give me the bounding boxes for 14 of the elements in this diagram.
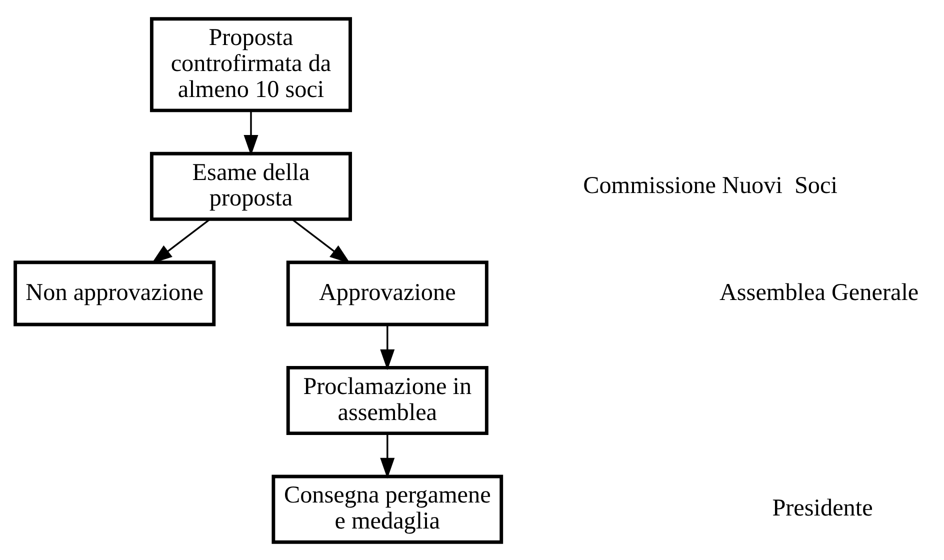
node-box: Proposta controfirmata da almeno 10 soci xyxy=(150,16,352,112)
arrow xyxy=(152,218,211,264)
label: Assemblea Generale xyxy=(719,278,919,306)
arrow xyxy=(244,110,258,156)
node-box: Non approvazione xyxy=(14,260,216,326)
node-box: Proclamazione in assemblea xyxy=(286,365,488,435)
node-box: Consegna pergamene e medaglia xyxy=(272,474,504,544)
node-box: Approvazione xyxy=(286,260,488,326)
label: Presidente xyxy=(772,494,873,522)
arrow xyxy=(380,433,395,478)
node-box: Esame della proposta xyxy=(150,151,352,220)
arrow xyxy=(380,324,395,370)
arrow xyxy=(291,218,350,264)
label: Commissione Nuovi Soci xyxy=(583,171,838,198)
